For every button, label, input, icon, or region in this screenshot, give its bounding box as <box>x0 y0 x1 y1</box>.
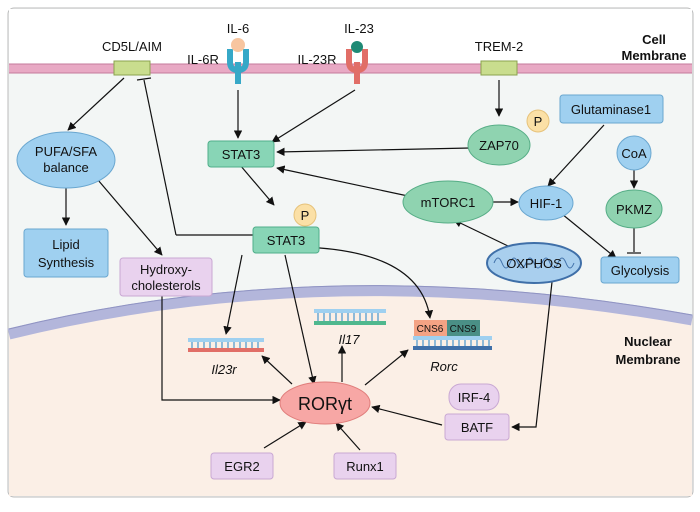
runx1-label: Runx1 <box>346 459 384 474</box>
arrow-egr2-to-rorgt <box>263 421 307 449</box>
glutaminase1-node <box>559 94 664 124</box>
phospho-badge-stat3 <box>293 203 317 227</box>
il23r-gene <box>188 338 264 352</box>
mtorc1-label: mTORC1 <box>421 195 476 210</box>
nuclear-membrane-label-2: Membrane <box>615 352 680 367</box>
il6-ligand <box>231 38 245 52</box>
irf4-label: IRF-4 <box>458 390 491 405</box>
arrow-stat3-to-il23r <box>223 254 243 335</box>
arrow-oxphos-to-mtorc1 <box>453 219 509 247</box>
rorc-gene <box>413 320 492 350</box>
il23-ligand <box>351 41 363 53</box>
phospho-badge-zap70 <box>526 109 550 133</box>
hif1-node <box>518 185 574 221</box>
lipid-label-1: Lipid <box>52 237 79 252</box>
stat3-upper-label: STAT3 <box>222 147 261 162</box>
inhibit-stat3-to-cd5l <box>143 79 177 236</box>
pkmz-node <box>605 189 663 229</box>
il23r-gene-label: Il23r <box>211 362 237 377</box>
cns9-region <box>447 320 480 336</box>
nuclear-membrane <box>7 285 693 340</box>
pkmz-label: PKMZ <box>616 202 652 217</box>
pufa-sfa-balance-node <box>16 131 116 189</box>
cns6-label: CNS6 <box>417 324 444 335</box>
egr2-label: EGR2 <box>224 459 259 474</box>
arrow-cd5l-to-pufa <box>67 77 125 131</box>
arrow-glutaminase-to-hif1 <box>547 124 605 187</box>
pufa-label-1: PUFA/SFA <box>35 144 97 159</box>
il6r-receptor <box>227 49 249 84</box>
cell-membrane-label-1: Cell <box>642 32 666 47</box>
glycolysis-node <box>600 256 680 284</box>
lipid-synthesis-node <box>23 228 109 278</box>
il17-gene-label: Il17 <box>339 332 361 347</box>
rorc-gene-label: Rorc <box>430 359 458 374</box>
hif1-label: HIF-1 <box>530 196 563 211</box>
connectors <box>61 77 641 451</box>
inhibit-bar-cd5l <box>136 77 152 81</box>
il23-label: IL-23 <box>344 21 374 36</box>
arrow-mtorc1-to-stat3 <box>276 165 409 197</box>
stat3-upper-node <box>207 140 275 168</box>
stat3-lower-label: STAT3 <box>267 233 306 248</box>
cell-membrane-label-2: Membrane <box>621 48 686 63</box>
coa-node <box>616 135 652 171</box>
mtorc1-node <box>402 180 494 224</box>
batf-node <box>444 413 510 441</box>
arrow-il23r-to-stat3 <box>271 89 356 143</box>
batf-label: BATF <box>461 420 493 435</box>
arrow-batf-to-rorgt <box>371 404 443 426</box>
il23r-receptor <box>346 49 368 84</box>
rorgt-node <box>279 381 371 425</box>
egr2-node <box>210 452 274 480</box>
pufa-label-2: balance <box>43 160 89 175</box>
zap70-node <box>467 124 531 166</box>
cd5l-label: CD5L/AIM <box>102 39 162 54</box>
arrow-oxphos-to-batf <box>511 281 553 432</box>
oxphos-label: OXPHOS <box>506 256 562 271</box>
rorgt-label: RORγt <box>298 394 352 414</box>
zap70-label: ZAP70 <box>479 138 519 153</box>
arrow-hif1-to-glycolysis <box>561 213 617 259</box>
nuclear-membrane-edge <box>8 285 693 330</box>
nuclear-membrane-label-1: Nuclear <box>624 334 672 349</box>
phospho-zap70-label: P <box>534 114 543 129</box>
arrow-hydroxy-to-rorgt <box>161 292 281 405</box>
cns9-label: CNS9 <box>450 324 477 335</box>
glycolysis-label: Glycolysis <box>611 263 670 278</box>
cd5l-receptor <box>113 60 151 76</box>
il17-gene <box>314 309 386 325</box>
arrow-pufa-to-hydroxy <box>97 179 163 256</box>
glutaminase1-label: Glutaminase1 <box>571 102 651 117</box>
stat3-lower-node <box>252 226 320 254</box>
irf4-node <box>448 383 500 411</box>
arrow-zap70-to-stat3 <box>276 147 471 157</box>
il23r-label: IL-23R <box>297 52 336 67</box>
arrow-rorgt-to-il23r <box>261 355 293 385</box>
arrow-stat3-to-stat3 <box>239 164 275 206</box>
cns6-region <box>414 320 447 336</box>
hydroxy-label-1: Hydroxy- <box>140 262 192 277</box>
hydroxy-label-2: cholesterols <box>131 278 201 293</box>
il6r-label: IL-6R <box>187 52 219 67</box>
trem2-receptor <box>480 60 518 76</box>
runx1-node <box>333 452 397 480</box>
lipid-label-2: Synthesis <box>38 255 95 270</box>
trem2-label: TREM-2 <box>475 39 523 54</box>
arrow-stat3-to-rorgt <box>284 254 317 385</box>
arrow-runx1-to-rorgt <box>335 422 361 451</box>
coa-label: CoA <box>621 146 647 161</box>
arrow-stat3-to-rorc <box>299 246 434 319</box>
il6-label: IL-6 <box>227 21 249 36</box>
arrow-rorgt-to-rorc <box>364 349 409 386</box>
phospho-stat3-label: P <box>301 208 310 223</box>
hydroxycholesterols-node <box>119 257 213 297</box>
oxphos-mitochondrion <box>486 242 582 284</box>
